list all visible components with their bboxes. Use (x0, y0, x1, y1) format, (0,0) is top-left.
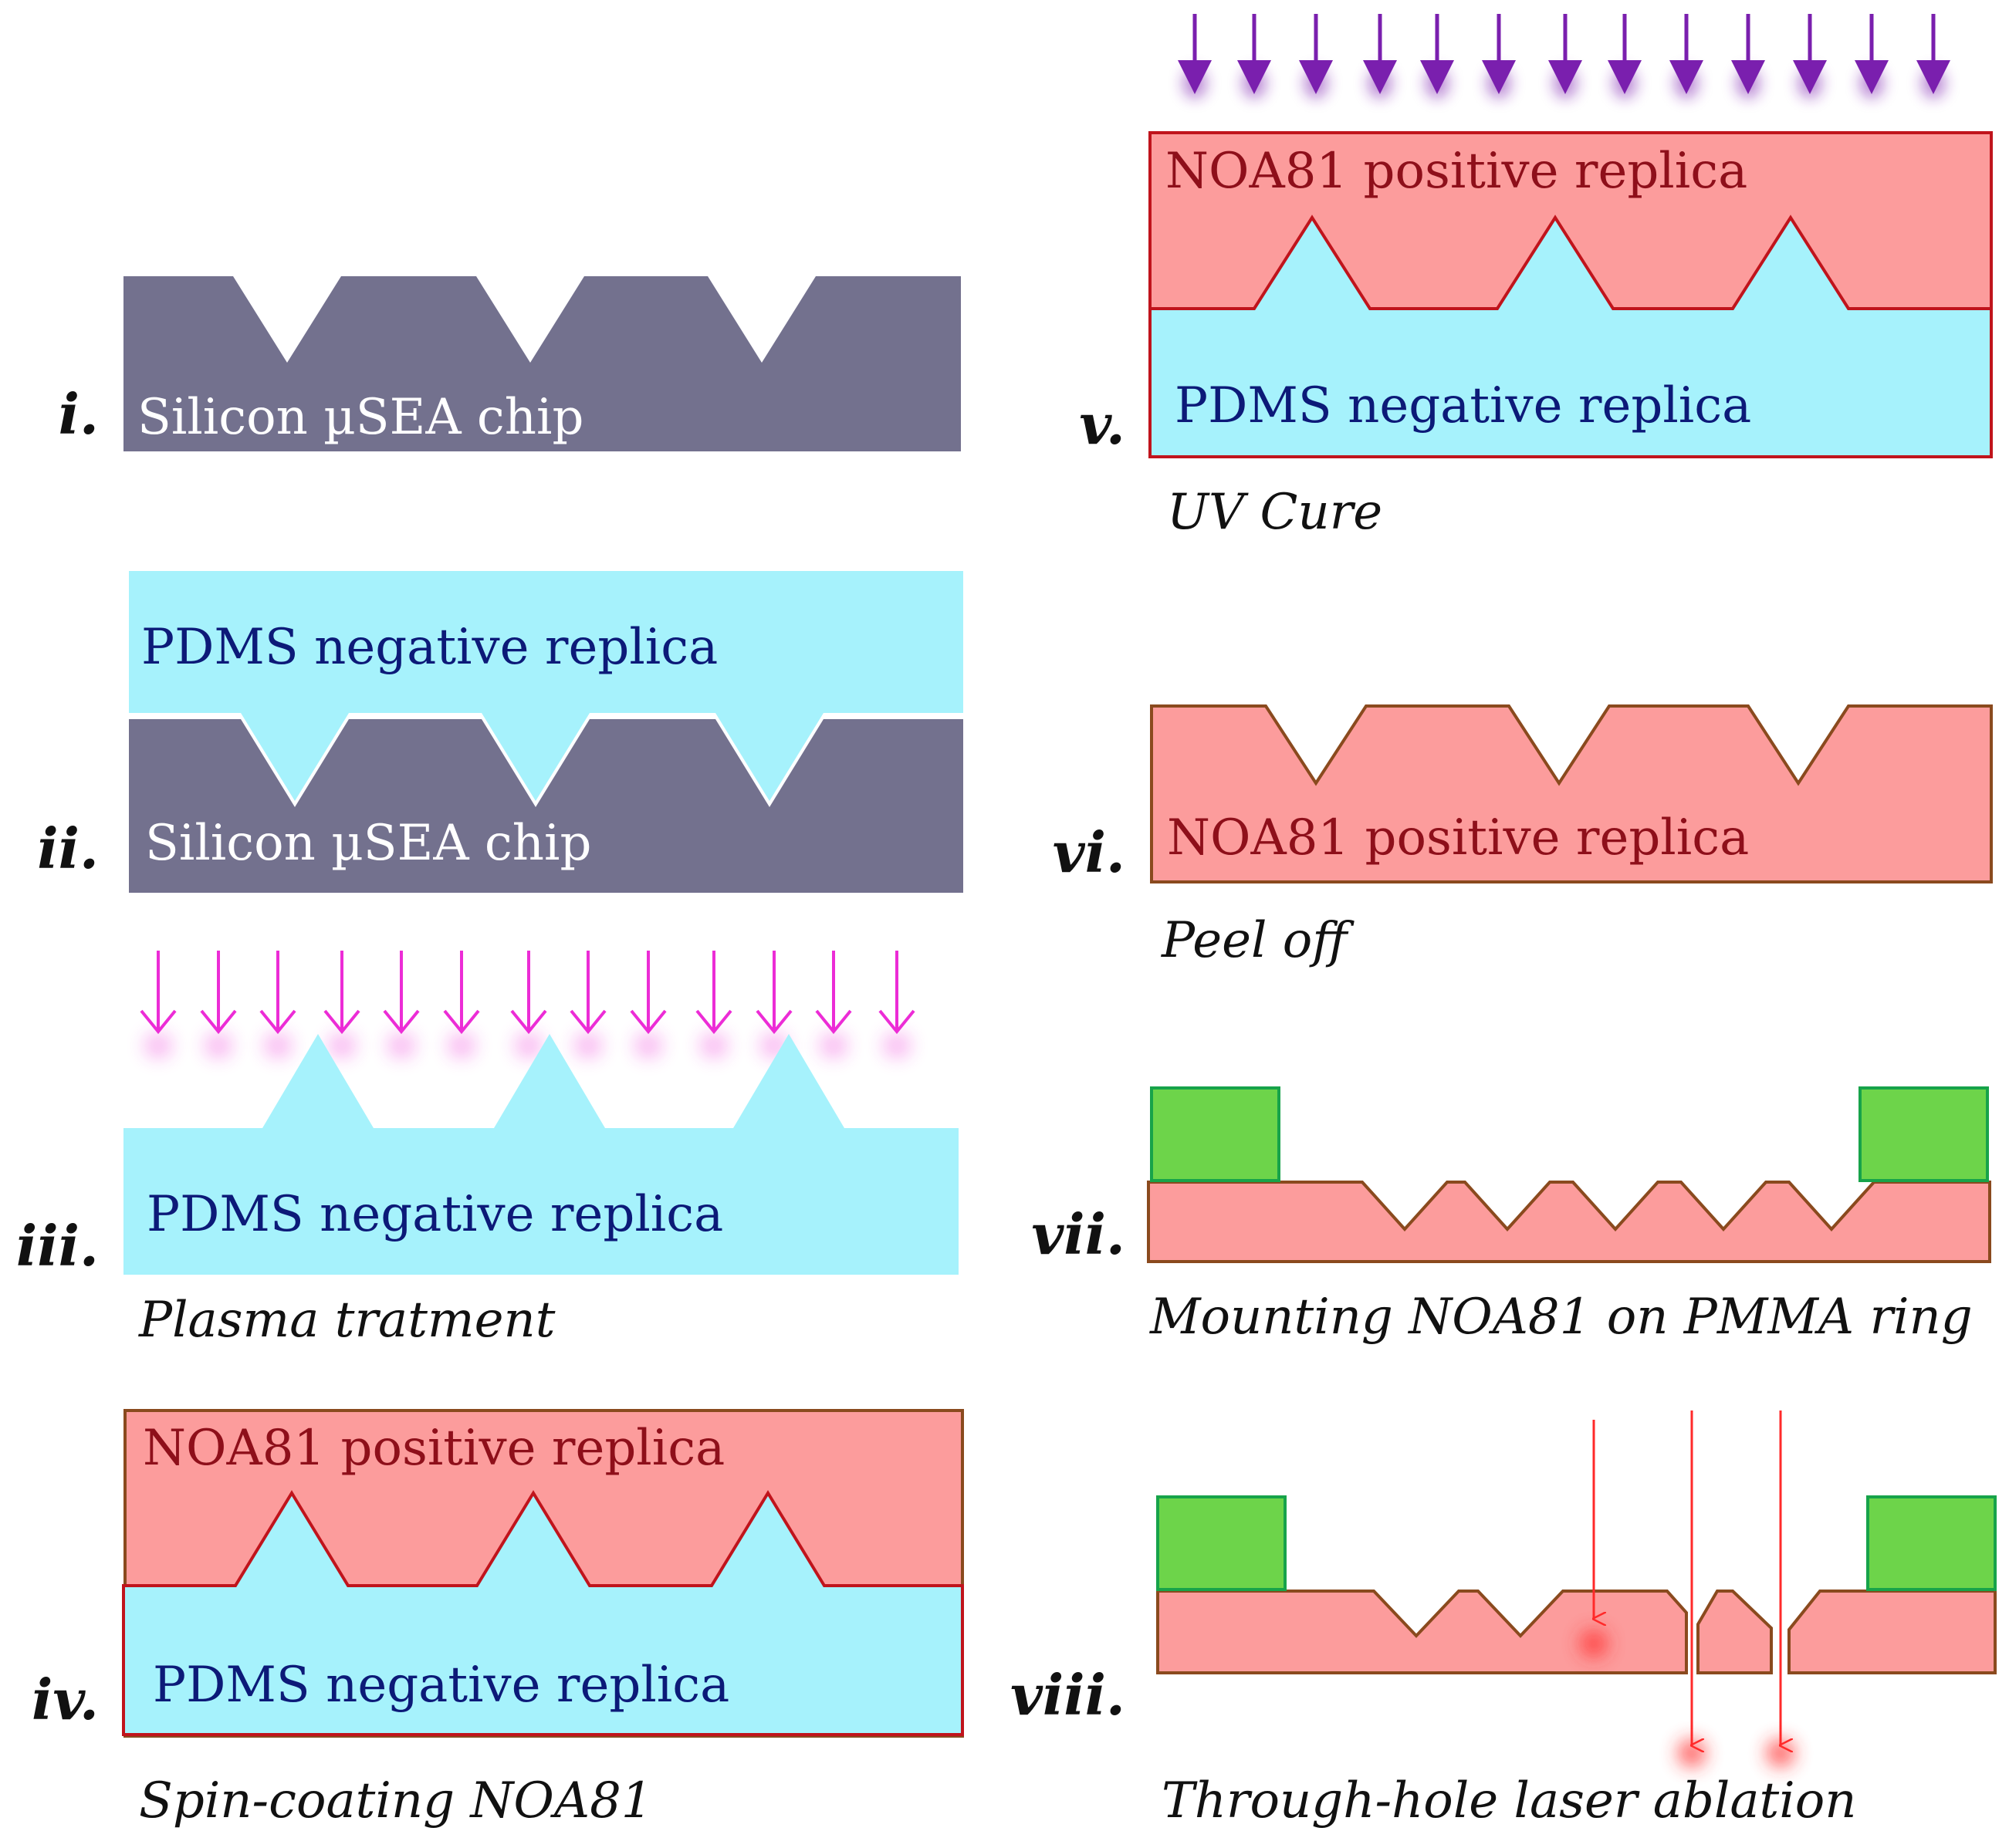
plasma-arrow (570, 951, 607, 1058)
step-iii-caption: Plasma tratment (138, 1292, 556, 1349)
step-iii-numeral: iii. (16, 1213, 99, 1279)
step-ii-numeral: ii. (37, 816, 99, 881)
step-vi-numeral: vi. (1053, 819, 1125, 885)
uv-arrow (1178, 14, 1212, 99)
noa81-membrane (1147, 1181, 1991, 1263)
noa81-layer-label: NOA81 positive replica (1165, 143, 1747, 200)
uv-arrow (1855, 14, 1889, 99)
pmma-ring-right (1866, 1495, 1997, 1591)
uv-arrow (1299, 14, 1333, 99)
step-vii: vii. Mounting NOA81 on PMMA ring (1031, 1086, 1991, 1346)
laser-spot-glow (1580, 1630, 1608, 1657)
step-iv: NOA81 positive replica PDMS negative rep… (32, 1409, 964, 1829)
silicon-chip-layer (129, 719, 963, 893)
noa81-membrane (1156, 1590, 1688, 1674)
plasma-arrow (815, 951, 852, 1058)
plasma-arrow (878, 951, 915, 1058)
step-v-numeral: v. (1079, 391, 1125, 457)
noa81-layer-label: NOA81 positive replica (1167, 809, 1749, 867)
plasma-arrow (140, 951, 177, 1058)
step-v-caption: UV Cure (1167, 484, 1382, 541)
noa81-layer-label: NOA81 positive replica (143, 1420, 725, 1477)
laser-beam (1678, 1410, 1706, 1767)
uv-arrow (1608, 14, 1642, 99)
noa81-membrane-segment (1787, 1590, 1997, 1674)
plasma-arrow (383, 951, 420, 1058)
pdms-layer-label: PDMS negative replica (1175, 377, 1751, 434)
plasma-arrow (200, 951, 237, 1058)
pdms-negative-replica-layer (123, 1034, 959, 1275)
step-v: NOA81 positive replica PDMS negative rep… (1079, 14, 1993, 541)
plasma-arrow (630, 951, 667, 1058)
step-viii-numeral: viii. (1010, 1662, 1125, 1728)
silicon-chip-label: Silicon µSEA chip (137, 389, 583, 446)
pdms-negative-replica-layer (122, 1490, 964, 1736)
uv-arrow (1237, 14, 1271, 99)
uv-light-arrows (1178, 14, 1950, 99)
plasma-arrow (323, 951, 360, 1058)
step-ii: PDMS negative replica Silicon µSEA chip … (37, 571, 963, 893)
pdms-layer-label: PDMS negative replica (147, 1186, 723, 1243)
step-vi-caption: Peel off (1161, 912, 1355, 969)
uv-arrow (1669, 14, 1703, 99)
step-viii-caption: Through-hole laser ablation (1162, 1772, 1856, 1829)
silicon-chip-layer (123, 276, 961, 451)
silicon-chip-label: Silicon µSEA chip (145, 815, 591, 872)
uv-arrow (1793, 14, 1827, 99)
step-vi: NOA81 positive replica vi. Peel off (1053, 704, 1993, 969)
pdms-negative-replica-layer (129, 571, 963, 801)
uv-arrow (1482, 14, 1516, 99)
pdms-negative-replica-layer (1148, 215, 1993, 458)
pmma-ring-right (1858, 1086, 1989, 1182)
plasma-arrow (443, 951, 480, 1058)
laser-beam (1580, 1420, 1608, 1657)
laser-spot-glow (1678, 1739, 1706, 1767)
step-i: Silicon µSEA chip i. (59, 276, 961, 451)
step-i-numeral: i. (59, 381, 99, 447)
pmma-ring-left (1150, 1086, 1280, 1182)
uv-arrow (1916, 14, 1950, 99)
uv-arrow (1363, 14, 1397, 99)
plasma-arrow (695, 951, 732, 1058)
step-viii: viii. Through-hole laser ablation (1010, 1410, 1997, 1829)
step-iv-caption: Spin-coating NOA81 (139, 1772, 653, 1829)
pdms-layer-label: PDMS negative replica (141, 619, 718, 676)
step-iv-numeral: iv. (32, 1667, 99, 1732)
laser-spot-glow (1767, 1739, 1794, 1767)
pmma-ring-left (1156, 1495, 1287, 1591)
noa81-membrane-segment (1696, 1590, 1773, 1674)
step-vii-caption: Mounting NOA81 on PMMA ring (1149, 1289, 1973, 1346)
laser-beam (1767, 1410, 1794, 1767)
plasma-arrow (510, 951, 547, 1058)
plasma-arrows (140, 951, 915, 1058)
step-vii-numeral: vii. (1031, 1201, 1125, 1267)
laser-beams (1580, 1410, 1794, 1767)
uv-arrow (1731, 14, 1765, 99)
uv-arrow (1420, 14, 1454, 99)
plasma-arrow (259, 951, 296, 1058)
pdms-layer-label: PDMS negative replica (153, 1657, 729, 1714)
step-iii: PDMS negative replica iii. Plasma tratme… (16, 951, 959, 1349)
noa81-positive-replica-layer (1150, 704, 1993, 883)
uv-arrow (1548, 14, 1582, 99)
